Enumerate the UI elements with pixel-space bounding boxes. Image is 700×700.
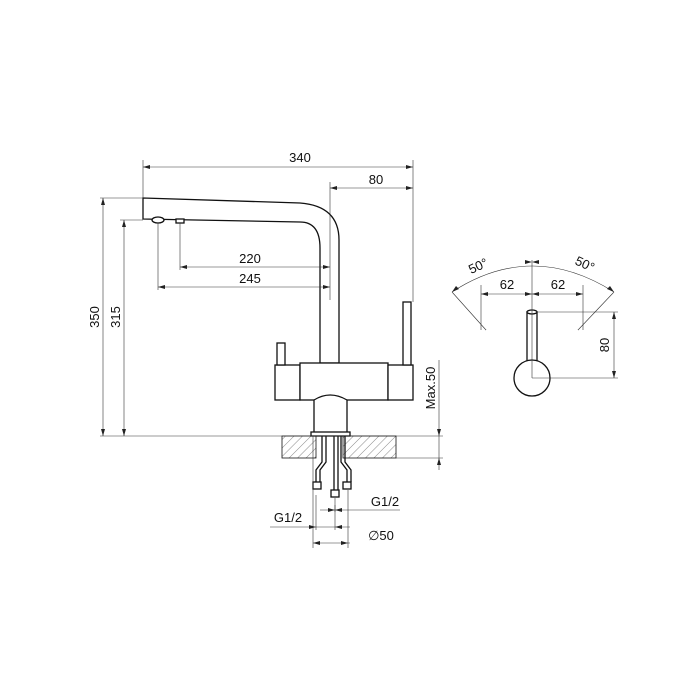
dim-350: 350 xyxy=(87,306,102,328)
angle-left: 50° xyxy=(466,255,490,277)
offset-right: 62 xyxy=(551,277,565,292)
arrowheads xyxy=(101,165,441,545)
top-dimensions xyxy=(451,260,618,379)
right-handle-block xyxy=(387,364,414,401)
handle-length: 80 xyxy=(597,338,612,352)
dim-315: 315 xyxy=(108,306,123,328)
supply-hoses xyxy=(312,436,352,498)
side-dimensions xyxy=(100,160,443,548)
dim-g12-right: G1/2 xyxy=(371,494,399,509)
base-column xyxy=(313,394,348,434)
aerator-2 xyxy=(175,218,185,224)
dim-g12-left: G1/2 xyxy=(274,510,302,525)
countertop-left xyxy=(281,435,317,459)
faucet-side-view xyxy=(142,197,414,498)
right-lever xyxy=(402,301,412,366)
dim-220: 220 xyxy=(239,251,261,266)
left-handle-block xyxy=(274,364,301,401)
left-lever xyxy=(276,342,286,366)
dim-340: 340 xyxy=(289,150,311,165)
base-plate xyxy=(310,431,351,437)
top-arrowheads xyxy=(452,260,616,378)
dim-max-50: Max.50 xyxy=(423,367,438,410)
countertop-right xyxy=(342,435,397,459)
aerator-1 xyxy=(151,216,165,224)
mixer-body xyxy=(299,362,389,401)
angle-right: 50° xyxy=(573,253,597,275)
dim-diameter-50: ∅50 xyxy=(368,528,394,543)
top-dimension-labels: 50° 50° 62 62 80 xyxy=(466,253,612,352)
dim-80: 80 xyxy=(369,172,383,187)
offset-left: 62 xyxy=(500,277,514,292)
side-dimension-labels: 340 80 220 245 350 315 Max.50 G1/2 G1/2 … xyxy=(87,150,438,543)
dim-245: 245 xyxy=(239,271,261,286)
